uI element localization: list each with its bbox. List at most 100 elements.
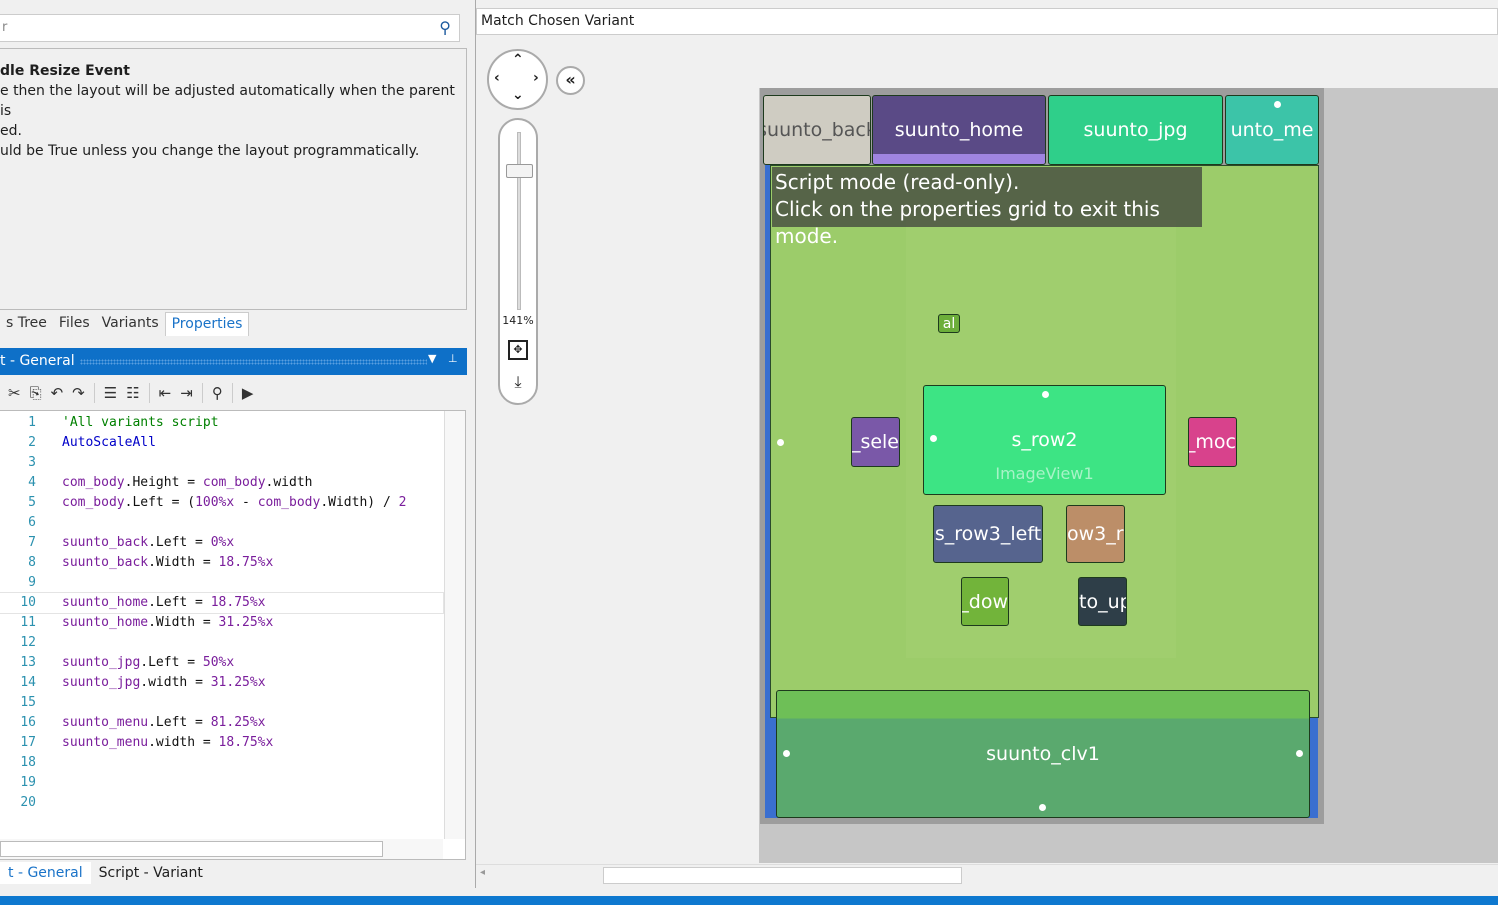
download-icon[interactable]: ⤓ (514, 372, 522, 391)
view-row3-left[interactable]: s_row3_left (933, 505, 1043, 563)
code-line[interactable]: 19 (0, 773, 443, 793)
view-mode[interactable]: _moc (1188, 417, 1237, 467)
code-token: .Left = (148, 595, 211, 610)
zoom-slider-thumb[interactable] (506, 164, 533, 178)
dropdown-icon[interactable]: ▼ (428, 352, 437, 365)
view-suunto-back[interactable]: suunto_back (763, 95, 871, 165)
horizontal-scrollbar[interactable] (0, 839, 443, 859)
tab-script-variant[interactable]: Script - Variant (98, 865, 203, 881)
view-down[interactable]: _dow (961, 577, 1009, 626)
code-token: .Left = (148, 535, 211, 550)
zoom-slider-track[interactable] (517, 132, 521, 310)
code-line[interactable]: 15 (0, 693, 443, 713)
code-line[interactable]: 20 (0, 793, 443, 813)
separator (201, 383, 203, 403)
line-number: 13 (20, 655, 36, 670)
view-suunto-jpg[interactable]: suunto_jpg (1048, 95, 1223, 165)
code-line[interactable]: 3 (0, 453, 443, 473)
scroll-thumb[interactable] (603, 867, 962, 884)
pan-control[interactable]: ⌃ ⌄ ‹ › (487, 49, 548, 110)
code-line[interactable]: 9 (0, 573, 443, 593)
line-number: 9 (28, 575, 36, 590)
search-input[interactable]: r (2, 20, 8, 35)
code-token: 18.75%x (218, 555, 274, 570)
paste-icon[interactable]: ⎘ (29, 384, 42, 402)
description-line: uld be True unless you change the layout… (0, 143, 420, 159)
search-icon[interactable]: ⚲ (439, 18, 451, 37)
code-token: .Width) / (320, 495, 399, 510)
code-token: 50%x (202, 655, 235, 670)
drag-grip[interactable] (80, 359, 427, 365)
run-icon[interactable]: ▶ (241, 384, 254, 402)
undo-icon[interactable]: ↶ (50, 384, 64, 402)
property-description: dle Resize Event e then the layout will … (0, 48, 467, 310)
code-token: .Left = ( (124, 495, 196, 510)
pin-icon[interactable]: ⊥ (448, 352, 458, 365)
code-token: .Width = (148, 555, 219, 570)
tab-tree[interactable]: s Tree (6, 315, 47, 331)
outdent-icon[interactable]: ⇤ (158, 384, 172, 402)
view-suunto-home[interactable]: suunto_home (872, 95, 1046, 165)
scroll-left-icon[interactable]: ◂ (480, 867, 486, 878)
indent-icon[interactable]: ☰ (103, 384, 118, 402)
view-suunto-menu[interactable]: unto_me (1225, 95, 1319, 165)
search-box[interactable]: r⚲ (0, 14, 460, 42)
collapse-icon[interactable]: « (556, 66, 585, 95)
uncomment-icon[interactable]: ⇥ (180, 384, 193, 402)
tab-properties[interactable]: Properties (164, 312, 250, 336)
line-number: 8 (28, 555, 36, 570)
overlay-line: Script mode (read-only). (775, 170, 1020, 194)
redo-icon[interactable]: ↷ (72, 384, 85, 402)
code-line[interactable]: 18 (0, 753, 443, 773)
pan-right-icon[interactable]: › (533, 70, 539, 86)
code-line[interactable]: 6 (0, 513, 443, 533)
description-line: ed. (0, 123, 22, 139)
designer-panel (475, 0, 1498, 888)
find-icon[interactable]: ⚲ (211, 384, 223, 402)
code-token: 'All variants script (62, 415, 219, 430)
code-token: 18.75%x (210, 595, 266, 610)
view-up[interactable]: to_up (1078, 577, 1127, 626)
designer-horizontal-scrollbar[interactable]: ◂ (476, 864, 1498, 884)
pan-down-icon[interactable]: ⌄ (512, 87, 524, 103)
tab-script-general[interactable]: t - General (0, 862, 91, 884)
code-token: 81.25%x (210, 715, 266, 730)
view-label[interactable]: al (938, 314, 960, 333)
pan-left-icon[interactable]: ‹ (494, 70, 500, 86)
comment-icon[interactable]: ☷ (126, 384, 140, 402)
fit-screen-icon[interactable]: ✥ (508, 340, 528, 360)
code-line[interactable]: 12 (0, 633, 443, 653)
tab-files[interactable]: Files (58, 315, 90, 331)
line-number: 6 (28, 515, 36, 530)
code-token: suunto_home (62, 615, 149, 630)
view-select[interactable]: _sele (851, 417, 900, 467)
code-token: 0%x (210, 535, 235, 550)
line-number: 15 (20, 695, 36, 710)
tab-variants[interactable]: Variants (101, 315, 159, 331)
anchor-dot (777, 439, 784, 446)
script-toolbar: ✂ ⎘ ↶ ↷ ☰ ☷ ⇤ ⇥ ⚲ ▶ (0, 378, 467, 408)
pan-up-icon[interactable]: ⌃ (512, 52, 524, 68)
code-token: AutoScaleAll (62, 435, 156, 450)
vertical-scrollbar[interactable] (444, 411, 465, 839)
view-row3-right[interactable]: ow3_ri (1066, 505, 1125, 563)
bottom-tabs: t - General Script - Variant (0, 862, 211, 884)
view-suunto-clv1[interactable]: suunto_clv1 (776, 690, 1310, 818)
cut-icon[interactable]: ✂ (8, 384, 21, 402)
code-token: .Height = (124, 475, 203, 490)
code-line[interactable]: 1'All variants script (0, 413, 443, 433)
